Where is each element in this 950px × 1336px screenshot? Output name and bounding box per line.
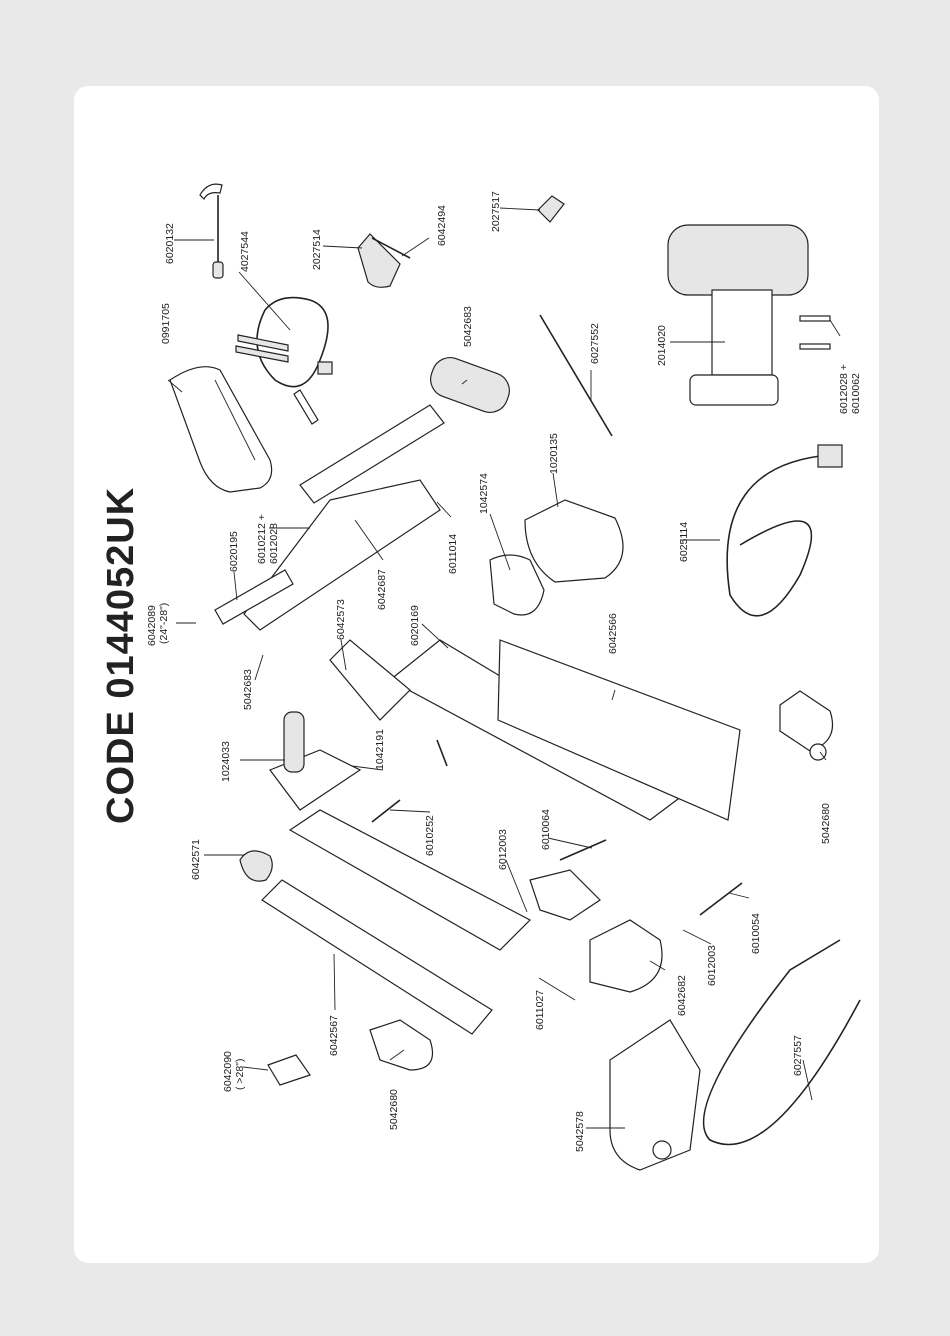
- part-label-6012003: 6012003: [497, 829, 509, 870]
- part-label-5042680: 5042680: [820, 803, 832, 844]
- part-label-6042566: 6042566: [607, 613, 619, 654]
- pad-part: [357, 233, 411, 288]
- part-label-6042682: 6042682: [676, 975, 688, 1016]
- part-label-24-28: (24"-28"): [158, 602, 170, 644]
- part-label-4027544: 4027544: [239, 231, 251, 272]
- part-label-1042574: 1042574: [478, 473, 490, 514]
- part-label-6042567: 6042567: [328, 1015, 340, 1056]
- quick-release-skewer: [199, 183, 224, 279]
- part-label-6042573: 6042573: [335, 599, 347, 640]
- part-label-6020132: 6020132: [164, 223, 176, 264]
- part-label-6011014: 6011014: [447, 533, 459, 574]
- part-label-6025114: 6025114: [678, 521, 690, 562]
- lower-cable: [702, 939, 861, 1146]
- part-label-1020135: 1020135: [548, 433, 560, 474]
- part-label-6020169: 6020169: [409, 605, 421, 646]
- cable-assembly: [235, 296, 333, 425]
- bolts: [371, 739, 743, 916]
- part-label-6010064: 6010064: [540, 809, 552, 850]
- part-label-6042089: 6042089: [146, 605, 158, 646]
- part-label-6010054: 6010054: [750, 913, 762, 954]
- cable-coil: [726, 454, 831, 617]
- part-label-1024033: 1024033: [220, 741, 232, 782]
- frame-arm: [214, 356, 510, 631]
- part-label-2027514: 2027514: [311, 229, 323, 270]
- part-label-6010062: 6010062: [850, 373, 862, 414]
- part-label-6042687: 6042687: [376, 569, 388, 610]
- main-frame: [239, 639, 741, 951]
- part-label-6011027: 6011027: [534, 989, 546, 1030]
- brackets: [529, 690, 834, 993]
- part-label-6042090: 6042090: [222, 1051, 234, 1092]
- part-label-6010252: 6010252: [424, 815, 436, 856]
- part-label-6012028: 6012028: [268, 523, 280, 564]
- part-label-0991705: 0991705: [160, 303, 172, 344]
- part-label-5042680-b: 5042680: [388, 1089, 400, 1130]
- part-label-2014020: 2014020: [656, 325, 668, 366]
- resistance-unit: [667, 224, 831, 406]
- part-label-over-28: ( >28"): [234, 1058, 246, 1090]
- part-label-6020195: 6020195: [228, 531, 240, 572]
- part-label-6012003-b: 6012003: [706, 945, 718, 986]
- part-label-5042683: 5042683: [462, 306, 474, 347]
- foot-cover: [261, 879, 493, 1086]
- part-label-5042683-b: 5042683: [242, 669, 254, 710]
- part-label-6027557: 6027557: [792, 1035, 804, 1076]
- part-label-6042571: 6042571: [190, 839, 202, 880]
- diagram-title: CODE 0144052UK: [100, 486, 142, 824]
- part-label-5042578: 5042578: [574, 1111, 586, 1152]
- part-label-6042494: 6042494: [436, 205, 448, 246]
- tension-rod: [539, 314, 613, 437]
- cover-shell: [169, 366, 273, 493]
- roller-unit: [489, 499, 624, 616]
- part-label-1042191: 1042191: [374, 729, 386, 770]
- part-label-6027552: 6027552: [589, 323, 601, 364]
- clip-part: [537, 195, 565, 223]
- housing: [609, 1019, 701, 1171]
- leader-lines: [167, 207, 841, 1129]
- part-label-2027517: 2027517: [490, 191, 502, 232]
- part-label-6012028-plus: 6012028 +: [838, 364, 850, 414]
- part-label-6010212-plus: 6010212 +: [256, 514, 268, 564]
